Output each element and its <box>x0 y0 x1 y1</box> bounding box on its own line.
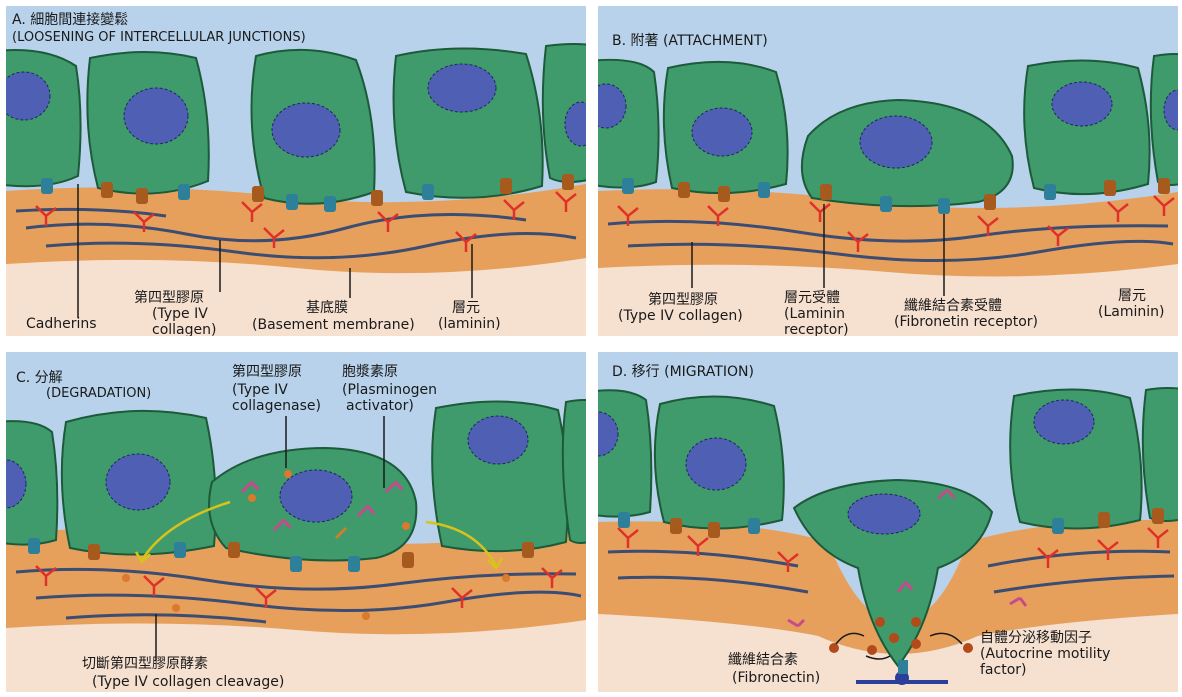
panel-c-title: C. 分解 <box>16 370 63 386</box>
receptor <box>562 174 574 190</box>
label-fibronectin-en: (Fibronectin) <box>732 670 820 686</box>
cadherin <box>324 196 336 212</box>
panel-a-subtitle: (LOOSENING OF INTERCELLULAR JUNCTIONS) <box>12 30 306 46</box>
label-fibronectin-receptor-en: (Fibronetin receptor) <box>894 314 1038 330</box>
nucleus <box>686 438 746 490</box>
receptor <box>718 186 730 202</box>
label-collagen-zh: 第四型膠原 <box>648 292 718 308</box>
nucleus <box>860 116 932 168</box>
panel-a-illustration <box>6 6 586 336</box>
panel-c-subtitle: (DEGRADATION) <box>46 386 151 402</box>
label-autocrine-en1: (Autocrine motility <box>980 646 1110 662</box>
label-cleavage-zh: 切斷第四型膠原酵素 <box>82 656 208 672</box>
label-collagen-zh: 第四型膠原 <box>134 290 204 306</box>
cadherin <box>622 178 634 194</box>
receptor <box>101 182 113 198</box>
nucleus <box>848 494 920 534</box>
receptor <box>1158 178 1170 194</box>
nucleus <box>1034 400 1094 444</box>
panel-a: A. 細胞間連接變鬆 (LOOSENING OF INTERCELLULAR J… <box>6 6 586 336</box>
laminin-receptor <box>820 184 832 200</box>
label-laminin-receptor-en2: receptor) <box>784 322 849 336</box>
receptor <box>252 186 264 202</box>
receptor <box>371 190 383 206</box>
label-laminin-zh: 層元 <box>1118 288 1146 304</box>
label-plasminogen-zh: 胞漿素原 <box>342 364 398 380</box>
label-collagen-en1: (Type IV <box>152 306 208 322</box>
label-laminin-en: (Laminin) <box>1098 304 1164 320</box>
receptor <box>500 178 512 194</box>
receptor <box>136 188 148 204</box>
cadherin <box>758 182 770 198</box>
label-fibronectin-receptor-zh: 纖維結合素受體 <box>904 298 1002 314</box>
receptor <box>678 182 690 198</box>
label-laminin-en: (laminin) <box>438 316 501 332</box>
label-laminin-receptor-en1: (Laminin <box>784 306 845 322</box>
label-collagenase-en1: (Type IV <box>232 382 288 398</box>
label-fibronectin-zh: 纖維結合素 <box>728 652 798 668</box>
label-collagenase-zh: 第四型膠原 <box>232 364 302 380</box>
label-basement-en: (Basement membrane) <box>252 317 415 333</box>
cadherin <box>286 194 298 210</box>
nucleus <box>428 64 496 112</box>
panel-b: B. 附著 (ATTACHMENT) 第四型膠原 (Type IV collag… <box>598 6 1178 336</box>
label-cleavage-en: (Type IV collagen cleavage) <box>92 674 284 690</box>
panel-d-title: D. 移行 (MIGRATION) <box>612 364 754 380</box>
panel-d: D. 移行 (MIGRATION) 自體分泌移動因子 (Autocrine mo… <box>598 352 1178 692</box>
label-collagen-en2: collagen) <box>152 322 216 336</box>
nucleus <box>106 454 170 510</box>
nucleus <box>280 470 352 522</box>
panel-b-title: B. 附著 (ATTACHMENT) <box>612 33 768 49</box>
nucleus <box>692 108 752 156</box>
label-cadherins: Cadherins <box>26 316 97 332</box>
cadherin <box>1044 184 1056 200</box>
label-laminin-zh: 層元 <box>452 300 480 316</box>
label-collagen-en: (Type IV collagen) <box>618 308 743 324</box>
nucleus <box>1052 82 1112 126</box>
nucleus <box>272 103 340 157</box>
panel-b-illustration <box>598 6 1178 336</box>
receptor <box>1104 180 1116 196</box>
label-autocrine-en2: factor) <box>980 662 1026 678</box>
cadherin <box>178 184 190 200</box>
label-basement-zh: 基底膜 <box>306 300 348 316</box>
nucleus <box>124 88 188 144</box>
fibronectin-receptor <box>880 196 892 212</box>
laminin-receptor <box>984 194 996 210</box>
label-collagenase-en2: collagenase) <box>232 398 321 414</box>
panel-a-title: A. 細胞間連接變鬆 <box>12 12 128 28</box>
cadherin <box>422 184 434 200</box>
nucleus <box>468 416 528 464</box>
fibronectin-receptor <box>938 198 950 214</box>
cell-4 <box>1024 60 1149 194</box>
label-autocrine-zh: 自體分泌移動因子 <box>980 630 1092 646</box>
label-plasminogen-en2: activator) <box>346 398 414 414</box>
label-plasminogen-en1: (Plasminogen <box>342 382 437 398</box>
panel-c: C. 分解 (DEGRADATION) 第四型膠原 (Type IV colla… <box>6 352 586 692</box>
cadherin <box>41 178 53 194</box>
label-laminin-receptor-zh: 層元受體 <box>784 290 840 306</box>
cell-5 <box>1143 388 1178 521</box>
